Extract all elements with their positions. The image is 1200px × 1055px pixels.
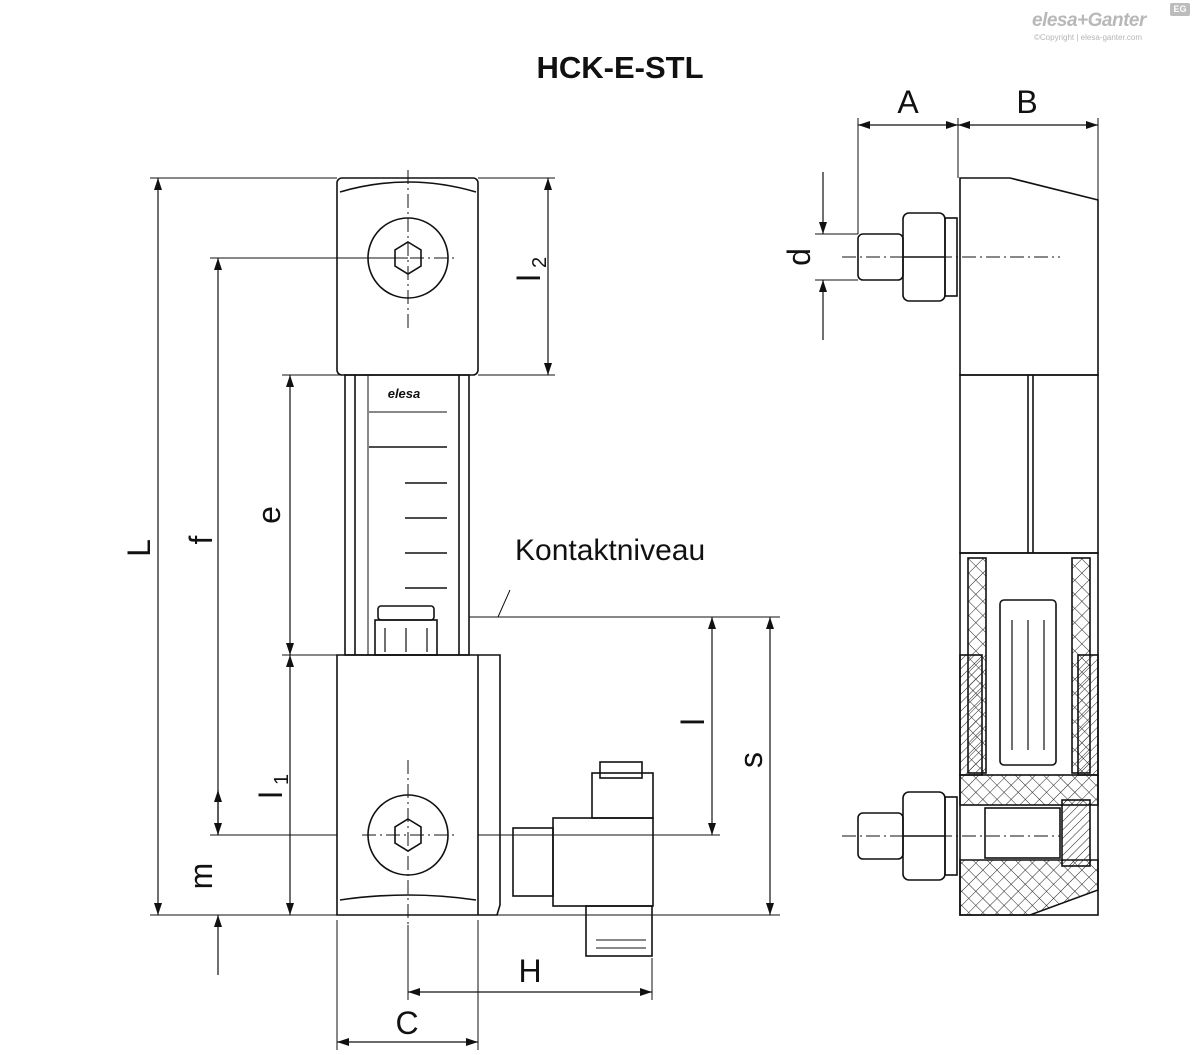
- connector: [585, 905, 653, 957]
- drawing-title: HCK-E-STL: [536, 50, 704, 85]
- label-d: d: [781, 248, 817, 266]
- sensor-thread: [512, 827, 554, 897]
- level-scale: [369, 411, 447, 589]
- label-l2-group: l 2: [511, 257, 551, 282]
- sensor-seal: [1061, 799, 1091, 867]
- block-wall-left: [959, 654, 983, 776]
- block-wall-right: [1077, 654, 1099, 776]
- label-s: s: [733, 752, 769, 768]
- bottom-cap-curve: [339, 894, 477, 901]
- side-view: [857, 177, 1099, 916]
- side-dimension-lines: [819, 121, 1098, 340]
- float-top: [377, 605, 435, 621]
- centerlines-front: [362, 170, 454, 925]
- centerlines-side: [842, 256, 1060, 837]
- bottom-block: [336, 654, 501, 916]
- brand-badge: EG: [1170, 3, 1190, 16]
- label-l2: l: [511, 274, 547, 281]
- label-l: l: [675, 718, 711, 725]
- dimension-lines: [154, 178, 774, 1046]
- annotation-contact-level: Kontaktniveau: [515, 534, 705, 567]
- base-section-bottom: [959, 859, 1099, 916]
- copyright-text: ©Copyright | elesa-ganter.com: [1034, 33, 1143, 42]
- label-f: f: [183, 535, 219, 544]
- label-L: L: [121, 539, 157, 557]
- side-tube-upper: [959, 374, 1099, 554]
- sensor-top: [599, 761, 643, 779]
- label-A: A: [897, 84, 919, 120]
- sight-tube: [344, 374, 470, 656]
- label-m: m: [183, 863, 219, 890]
- sensor-body: [552, 817, 654, 907]
- extension-lines: [150, 177, 780, 1050]
- label-l1-sub: 1: [271, 774, 293, 785]
- label-l2-sub: 2: [529, 257, 551, 268]
- label-l1: l: [253, 791, 289, 798]
- label-l1-group: l 1: [253, 774, 293, 799]
- brand-logo: elesa+Ganter: [1032, 10, 1146, 31]
- side-top-block: [959, 177, 1099, 376]
- label-B: B: [1016, 84, 1037, 120]
- label-e: e: [251, 506, 287, 524]
- label-C: C: [395, 1005, 418, 1041]
- gauge-logo: elesa: [388, 386, 421, 401]
- sensor-head: [591, 772, 654, 819]
- front-view: [336, 177, 654, 957]
- sensor-section: [984, 807, 1061, 859]
- label-H: H: [518, 953, 541, 989]
